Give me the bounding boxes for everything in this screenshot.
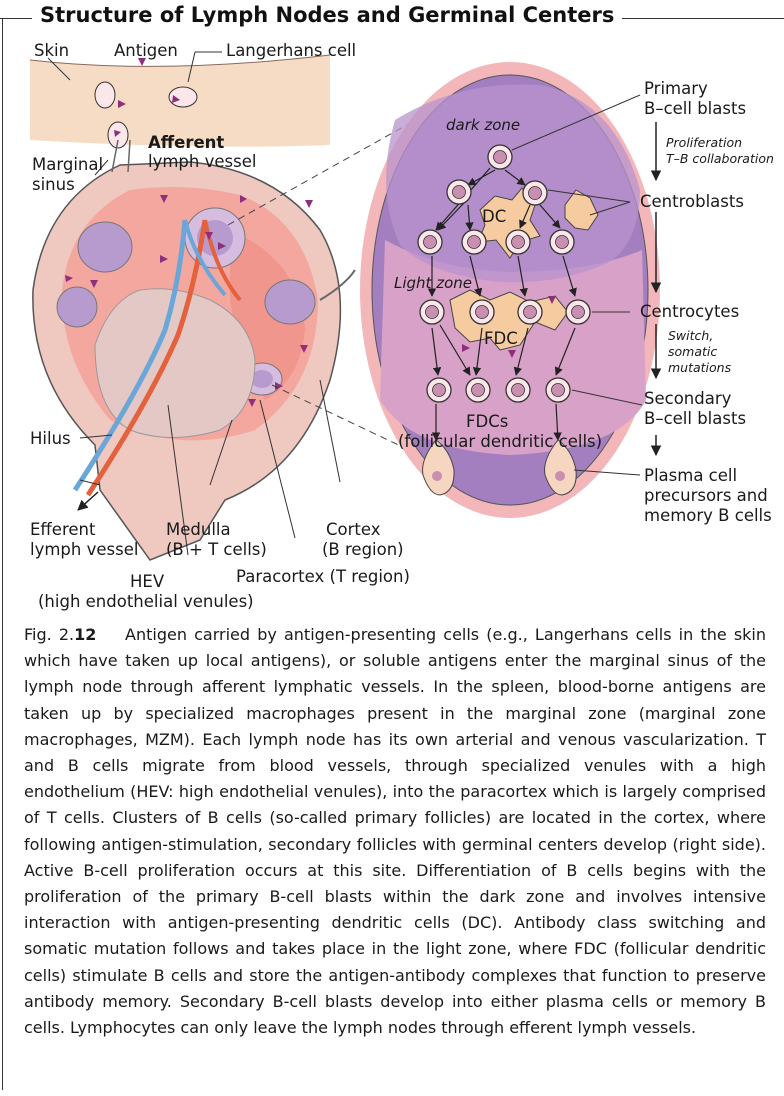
label-switch-1: Switch,	[668, 328, 713, 343]
lymph-node-diagram: Skin Antigen Langerhans cell Afferent ly…	[0, 28, 784, 618]
label-marginal-2: sinus	[32, 175, 75, 194]
figure-caption: Fig. 2.12 Antigen carried by antigen-pre…	[24, 622, 766, 1041]
label-switch-3: mutations	[668, 360, 732, 375]
label-switch-2: somatic	[668, 344, 717, 359]
label-fdcs-1: FDCs	[466, 412, 508, 431]
label-efferent-2: lymph vessel	[30, 540, 138, 559]
caption-text: Antigen carried by antigen-presenting ce…	[24, 625, 766, 1037]
label-primary-1: Primary	[644, 79, 708, 98]
label-afferent-1: Afferent	[148, 133, 224, 152]
label-plasma-2: precursors and	[644, 486, 768, 505]
label-fdcs-2: (follicular dendritic cells)	[398, 432, 602, 451]
label-cortex-2: (B region)	[322, 540, 404, 559]
label-afferent-2: lymph vessel	[148, 152, 256, 171]
label-paracortex: Paracortex (T region)	[236, 567, 410, 586]
label-secondary-2: B–cell blasts	[644, 409, 746, 428]
label-dark-zone: dark zone	[446, 116, 520, 134]
label-prolif-2: T–B collaboration	[666, 151, 774, 166]
caption-fig-prefix: Fig. 2.	[24, 625, 74, 644]
label-plasma-1: Plasma cell	[644, 466, 737, 485]
label-antigen: Antigen	[114, 41, 178, 60]
caption-fig-number: 12	[74, 625, 96, 644]
label-primary-2: B–cell blasts	[644, 99, 746, 118]
label-cortex-1: Cortex	[326, 520, 381, 539]
label-efferent-1: Efferent	[30, 520, 96, 539]
label-prolif-1: Proliferation	[666, 135, 742, 150]
label-centrocytes: Centrocytes	[640, 302, 739, 321]
label-centroblasts: Centroblasts	[640, 192, 744, 211]
label-marginal-1: Marginal	[32, 155, 103, 174]
label-langerhans: Langerhans cell	[226, 41, 356, 60]
label-secondary-1: Secondary	[644, 389, 732, 408]
label-plasma-3: memory B cells	[644, 506, 772, 525]
label-light-zone: Light zone	[394, 274, 472, 292]
label-fdc: FDC	[484, 329, 518, 348]
label-hev-2: (high endothelial venules)	[38, 592, 254, 611]
label-medulla-2: (B + T cells)	[166, 540, 267, 559]
label-hilus: Hilus	[30, 429, 71, 448]
label-dc: DC	[482, 207, 506, 226]
label-skin: Skin	[34, 41, 69, 60]
figure-title: Structure of Lymph Nodes and Germinal Ce…	[32, 3, 622, 27]
label-medulla-1: Medulla	[166, 520, 231, 539]
label-hev-1: HEV	[130, 572, 165, 591]
